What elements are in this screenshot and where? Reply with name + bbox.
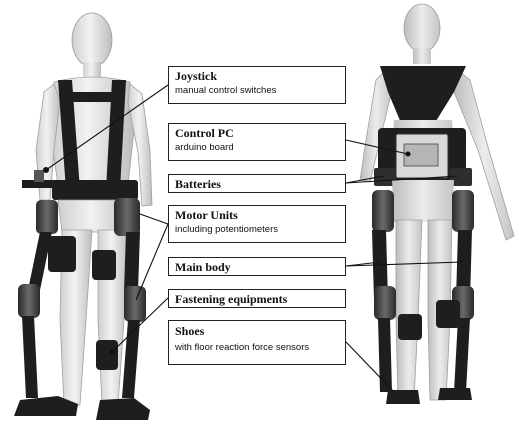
label-motor-units-desc: including potentiometers — [175, 223, 339, 236]
back-shin-cuff-right — [436, 300, 460, 328]
back-shoe-left — [386, 390, 420, 404]
back-pelvis — [392, 180, 454, 222]
label-control-pc-title: Control PC — [175, 126, 339, 141]
front-knee-motor-right — [124, 286, 146, 322]
front-shin-cuff-right — [96, 340, 118, 370]
label-main-body: Main body — [168, 257, 346, 276]
front-head — [72, 13, 112, 67]
label-shoes: Shoes with floor reaction force sensors — [168, 320, 346, 365]
leader-motor-a — [140, 214, 168, 224]
front-view-figure — [14, 13, 152, 420]
leader-motor-b — [136, 224, 168, 300]
label-motor-units: Motor Units including potentiometers — [168, 205, 346, 243]
label-shoes-desc: with floor reaction force sensors — [175, 341, 339, 354]
back-shin-frame-left — [378, 318, 392, 392]
front-shin-frame-right — [122, 320, 140, 398]
label-control-pc: Control PC arduino board — [168, 123, 346, 161]
leader-fastening-dot — [110, 350, 114, 354]
back-shin-cuff-left — [398, 314, 422, 340]
front-hip-motor-right — [114, 198, 140, 236]
label-batteries: Batteries — [168, 174, 346, 193]
leader-controlpc-dot — [406, 152, 410, 156]
label-fastening: Fastening equipments — [168, 289, 346, 308]
front-thigh-cuff-right — [92, 250, 116, 280]
label-shoes-title: Shoes — [175, 324, 339, 339]
front-thigh-frame-right — [124, 232, 140, 292]
label-fastening-title: Fastening equipments — [175, 292, 339, 307]
back-leg-left — [396, 220, 422, 400]
label-control-pc-desc: arduino board — [175, 141, 339, 154]
front-hip-motor-left — [36, 200, 58, 234]
joystick-stick — [34, 170, 44, 182]
front-shin-frame-left — [22, 316, 38, 398]
leader-joystick-dot — [44, 168, 49, 173]
front-neck — [83, 62, 101, 78]
label-joystick: Joystick manual control switches — [168, 66, 346, 104]
back-head — [404, 4, 440, 52]
back-view-figure — [360, 4, 514, 404]
front-chest-strap — [62, 92, 124, 102]
front-knee-motor-left — [18, 284, 40, 318]
back-knee-motor-left — [374, 286, 396, 320]
back-hip-motor-left — [372, 190, 394, 232]
front-thigh-cuff-left — [48, 236, 76, 272]
back-hip-motor-right — [452, 190, 474, 232]
label-joystick-desc: manual control switches — [175, 84, 339, 97]
front-shoe-right — [96, 398, 150, 420]
back-shin-frame-right — [454, 318, 470, 392]
label-main-body-title: Main body — [175, 260, 339, 275]
back-shoe-right — [438, 388, 472, 400]
label-batteries-title: Batteries — [175, 177, 339, 192]
back-neck — [413, 48, 431, 64]
label-joystick-title: Joystick — [175, 69, 339, 84]
label-motor-units-title: Motor Units — [175, 208, 339, 223]
